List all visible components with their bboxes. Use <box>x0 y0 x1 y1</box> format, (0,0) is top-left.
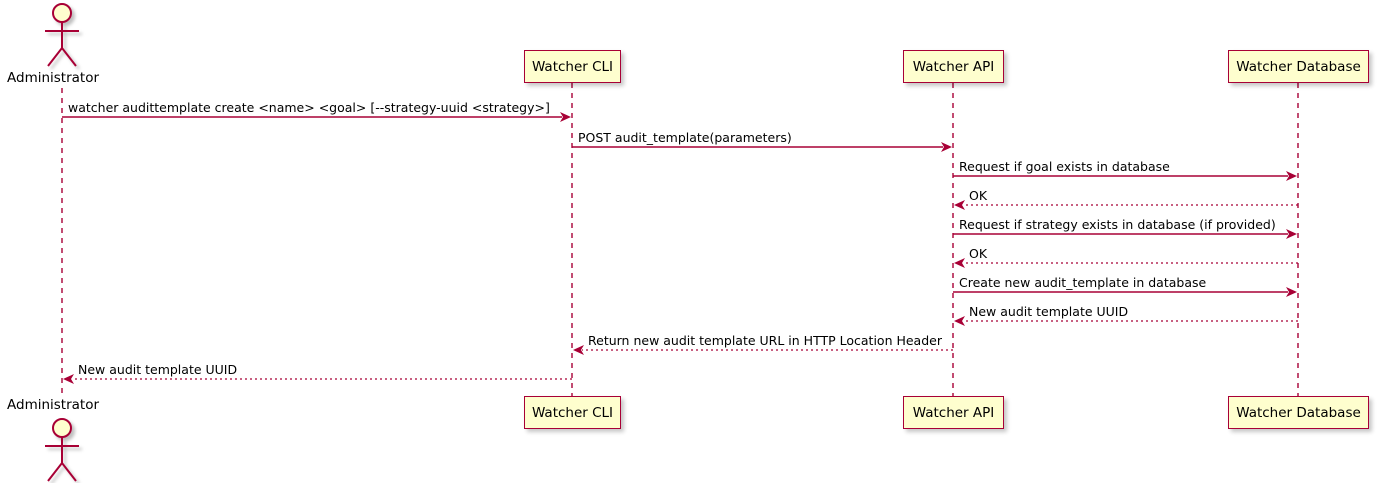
participant-label: Watcher Database <box>1236 58 1361 75</box>
actor-label-administrator-top: Administrator <box>7 70 100 86</box>
arrow-head-icon <box>573 345 584 355</box>
arrow-head-icon <box>1286 229 1297 239</box>
participant-label: Watcher CLI <box>531 58 614 75</box>
message-arrows <box>62 112 1298 384</box>
participant-label: Watcher CLI <box>531 404 614 421</box>
message-label: Return new audit template URL in HTTP Lo… <box>588 333 942 348</box>
actor-administrator-top <box>45 3 79 67</box>
participant-box-watcher-database-bottom[interactable]: Watcher Database <box>1228 396 1369 429</box>
participant-box-watcher-cli-top[interactable]: Watcher CLI <box>524 50 621 83</box>
message-label: Create new audit_template in database <box>959 275 1207 290</box>
participant-box-watcher-api-bottom[interactable]: Watcher API <box>903 396 1004 429</box>
message-label: New audit template UUID <box>969 304 1129 319</box>
participant-label: Watcher Database <box>1236 404 1361 421</box>
participant-box-watcher-cli-bottom[interactable]: Watcher CLI <box>524 396 621 429</box>
actor-label-administrator-bottom: Administrator <box>7 397 100 413</box>
arrow-head-icon <box>63 374 74 384</box>
actor-administrator-bottom <box>45 418 79 482</box>
arrow-head-icon <box>954 200 965 210</box>
message-label: New audit template UUID <box>78 362 238 377</box>
arrow-head-icon <box>560 112 571 122</box>
lifelines <box>61 83 1299 396</box>
message-label: OK <box>969 246 988 261</box>
arrow-head-icon <box>1286 171 1297 181</box>
arrow-head-icon <box>954 316 965 326</box>
message-label: Request if goal exists in database <box>959 159 1170 174</box>
participant-box-watcher-database-top[interactable]: Watcher Database <box>1228 50 1369 83</box>
participant-label: Watcher API <box>912 58 995 75</box>
arrow-head-icon <box>954 258 965 268</box>
message-label: watcher audittemplate create <name> <goa… <box>68 100 550 115</box>
message-label: Request if strategy exists in database (… <box>959 217 1276 232</box>
message-label: POST audit_template(parameters) <box>578 130 792 145</box>
arrow-head-icon <box>941 142 952 152</box>
arrow-head-icon <box>1286 287 1297 297</box>
participant-label: Watcher API <box>912 404 995 421</box>
message-label: OK <box>969 188 988 203</box>
participant-box-watcher-api-top[interactable]: Watcher API <box>903 50 1004 83</box>
